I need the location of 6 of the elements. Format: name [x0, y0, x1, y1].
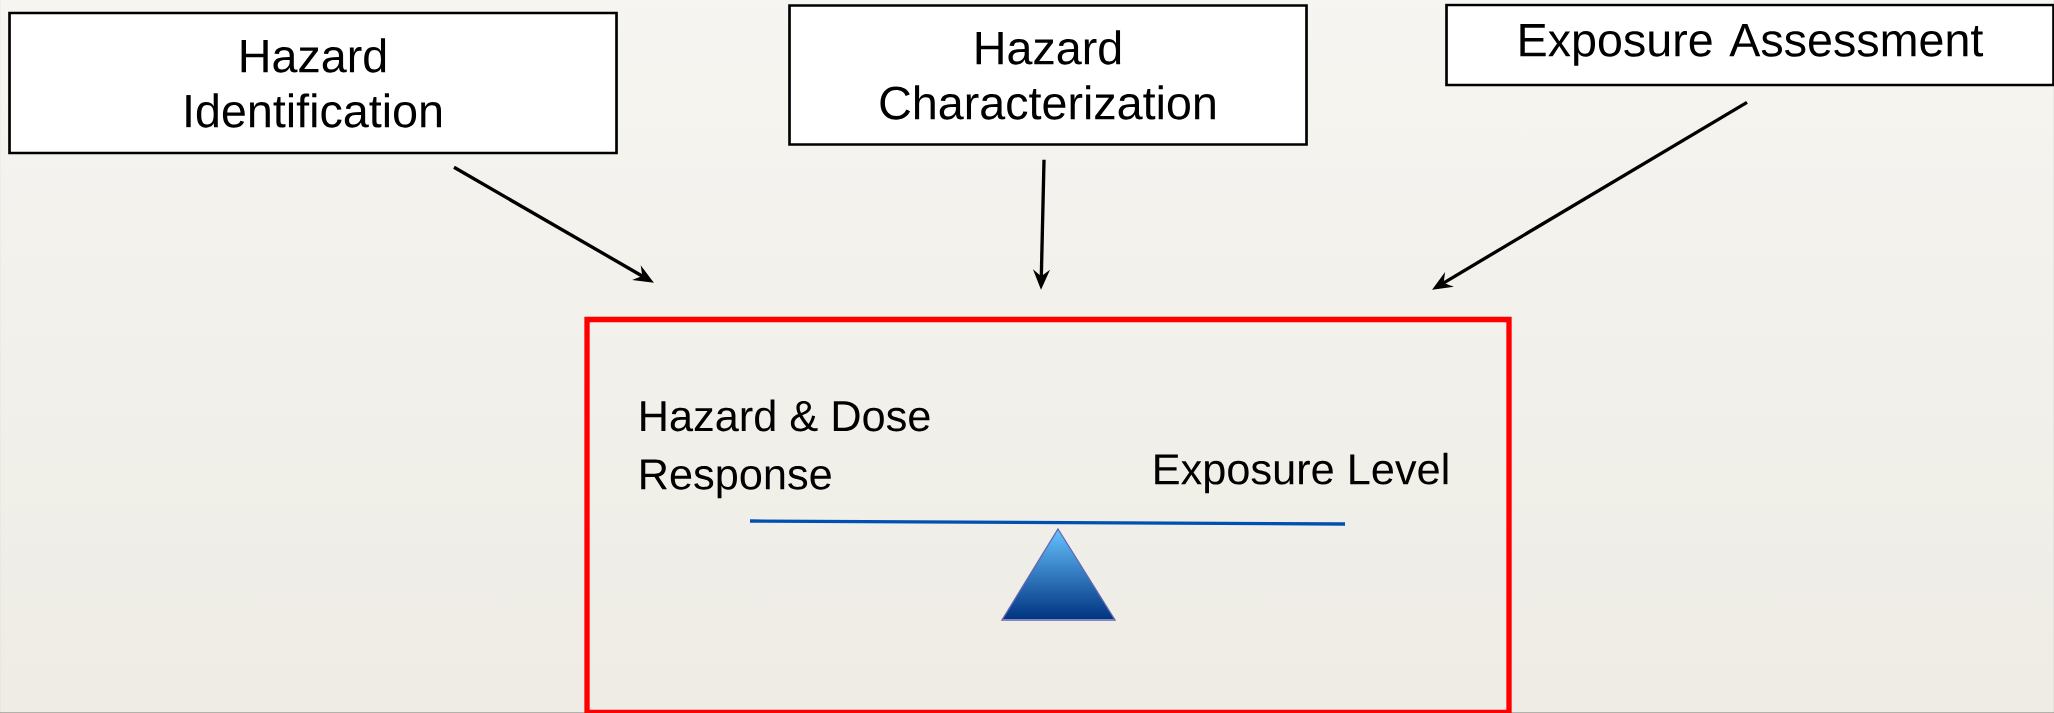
- text-box: Hazard Characterization: [788, 4, 1308, 146]
- text-box: Exposure Assessment: [1445, 3, 2054, 87]
- text-label: Exposure Level: [1155, 452, 1448, 494]
- text-label: Hazard & Dose Response: [641, 399, 930, 499]
- text-box: Hazard Identification: [8, 11, 618, 155]
- frame-box: [584, 316, 1512, 713]
